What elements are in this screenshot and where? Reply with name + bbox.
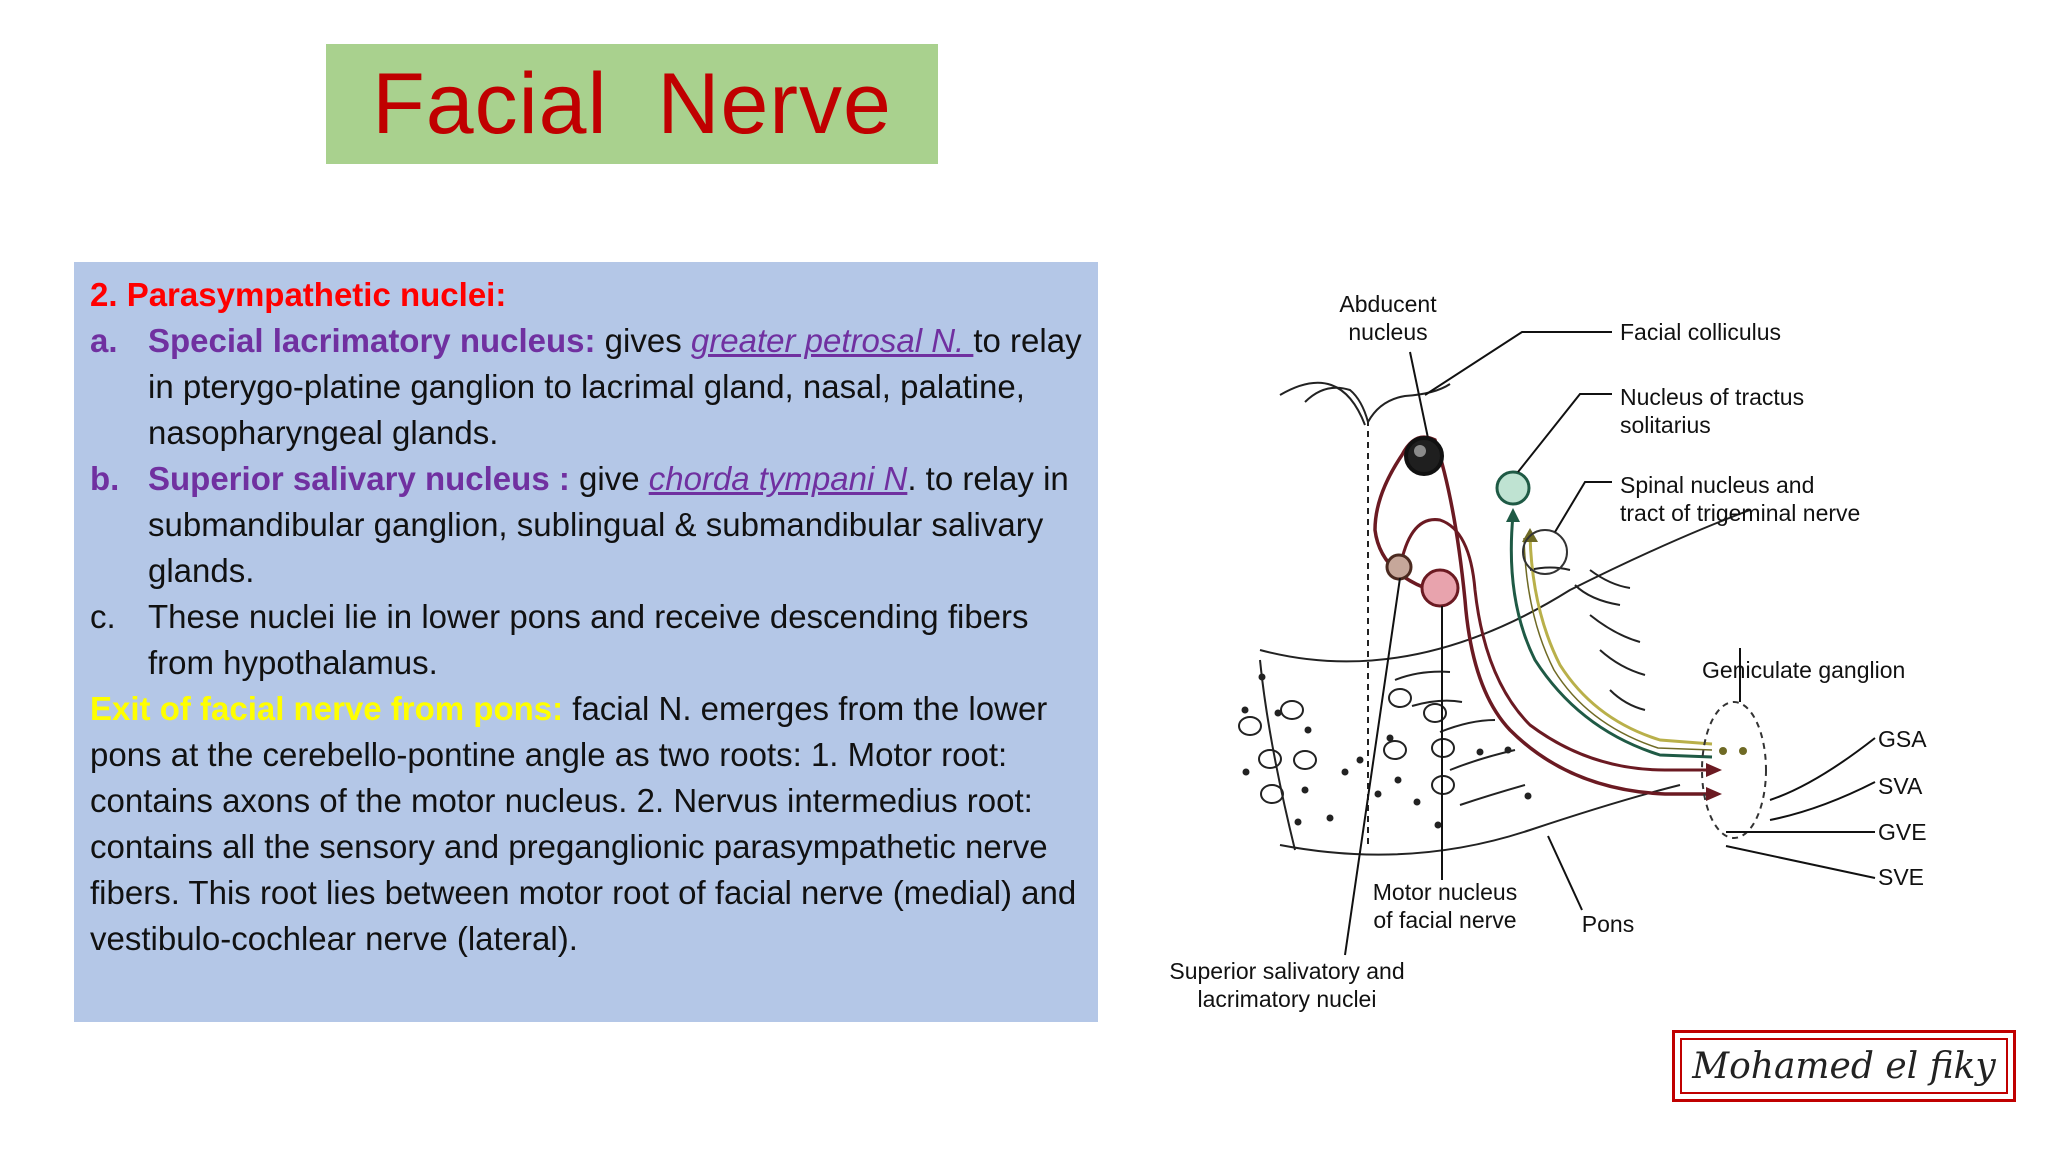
exit-label: Exit of facial nerve from pons: — [90, 690, 564, 727]
green-arrowhead — [1506, 508, 1520, 522]
salivatory-nucleus — [1385, 553, 1413, 581]
item-text: to relay in pterygo-platine ganglion to … — [148, 322, 1082, 451]
label-motor-nucleus: of facial nerve — [1373, 907, 1516, 933]
yellow-fiber — [1528, 534, 1713, 746]
label-superior-salivatory: Superior salivatory and — [1169, 958, 1404, 984]
item-label: Special lacrimatory nucleus: — [148, 322, 596, 359]
pons-curve-lower — [1279, 784, 1681, 856]
signature-text: Mohamed el fiky — [1692, 1045, 1996, 1087]
label-tractus: Nucleus of tractus — [1620, 384, 1804, 410]
label-superior-salivatory: lacrimatory nuclei — [1198, 986, 1377, 1012]
item-marker: b. — [90, 460, 120, 497]
yellow-fiber-edge — [1523, 537, 1713, 751]
sve-arrowhead — [1706, 787, 1722, 801]
list-item-b: b. Superior salivary nucleus : give chor… — [90, 456, 1082, 594]
label-geniculate: Geniculate ganglion — [1702, 657, 1905, 683]
facial-nerve-diagram: Abducent nucleus Facial colliculus Nucle… — [1169, 291, 1927, 1012]
leader-lines — [1344, 331, 1876, 956]
label-gsa: GSA — [1878, 726, 1927, 752]
pons-contour — [1259, 659, 1296, 851]
motor-fiber-inner — [1398, 518, 1710, 772]
label-spinal: tract of trigeminal nerve — [1620, 500, 1860, 526]
motor-fiber-outer — [1373, 435, 1710, 796]
pons-ovals — [1238, 688, 1455, 804]
list-item-a: a. Special lacrimatory nucleus: gives gr… — [90, 318, 1082, 456]
item-marker: c. — [90, 598, 116, 635]
item-text: . to relay in submandibular ganglion, su… — [148, 460, 1069, 589]
page-title: Facial Nerve — [372, 55, 892, 152]
green-fiber — [1509, 514, 1713, 759]
pons-curve-upper — [1259, 509, 1751, 663]
nerve-link[interactable]: greater petrosal N. — [690, 322, 974, 359]
content-panel: 2. Parasympathetic nuclei: a. Special la… — [74, 262, 1098, 1022]
item-text: give — [569, 460, 649, 497]
signature-box: Mohamed el fiky — [1672, 1030, 2016, 1102]
item-text: gives — [595, 322, 691, 359]
exit-text: facial N. emerges from the lower pons at… — [90, 690, 1077, 957]
label-sve: SVE — [1878, 864, 1924, 890]
pons-outline — [1304, 383, 1451, 425]
label-abducent: Abducent — [1339, 291, 1437, 317]
spinal-trigeminal-nucleus — [1522, 529, 1568, 575]
label-pons: Pons — [1582, 911, 1634, 937]
item-body: Superior salivary nucleus : give chorda … — [148, 456, 1082, 594]
item-label: Superior salivary nucleus : — [148, 460, 570, 497]
floor-line — [1279, 381, 1366, 426]
pons-dots — [1241, 673, 1532, 829]
label-spinal: Spinal nucleus and — [1620, 472, 1814, 498]
nerve-link[interactable]: chorda tympani N — [648, 460, 908, 497]
label-sva: SVA — [1878, 773, 1923, 799]
abducent-nucleus — [1404, 436, 1444, 476]
label-gve: GVE — [1878, 819, 1927, 845]
exit-paragraph: Exit of facial nerve from pons: facial N… — [90, 686, 1082, 962]
section-heading: 2. Parasympathetic nuclei: — [90, 276, 507, 313]
item-body: Special lacrimatory nucleus: gives great… — [148, 318, 1082, 456]
item-text: These nuclei lie in lower pons and recei… — [148, 598, 1029, 681]
title-banner: Facial Nerve — [326, 44, 938, 164]
item-marker: a. — [90, 322, 118, 359]
motor-nucleus — [1420, 568, 1460, 608]
gve-arrowhead — [1706, 763, 1722, 777]
label-abducent: nucleus — [1348, 319, 1427, 345]
geniculate-ganglion — [1701, 701, 1767, 839]
label-facial-colliculus: Facial colliculus — [1620, 319, 1781, 345]
solitarius-nucleus — [1495, 470, 1531, 506]
signature-inner: Mohamed el fiky — [1680, 1038, 2008, 1094]
label-tractus: solitarius — [1620, 412, 1711, 438]
label-motor-nucleus: Motor nucleus — [1373, 879, 1517, 905]
list-item-c: c. These nuclei lie in lower pons and re… — [90, 594, 1082, 686]
